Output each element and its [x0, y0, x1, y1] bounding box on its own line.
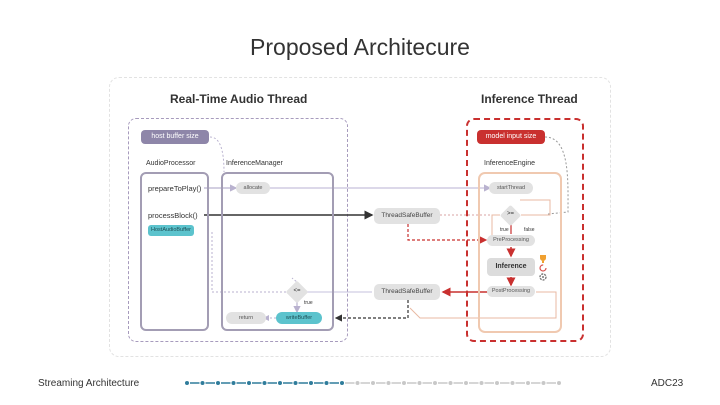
progress-dot[interactable] — [526, 381, 530, 385]
inference-manager-box — [221, 172, 334, 331]
progress-dot[interactable] — [324, 381, 329, 385]
progress-dot[interactable] — [479, 381, 484, 385]
tsb-to-preprocessing-edge — [407, 224, 488, 244]
start-thread-node: startThread — [489, 182, 533, 194]
progress-dot[interactable] — [247, 381, 251, 385]
process-block-method: processBlock() — [148, 211, 198, 220]
ge-false-loop — [520, 199, 551, 216]
ge-decision-label: >= — [506, 211, 514, 217]
realtime-thread-label: Real-Time Audio Thread — [170, 92, 308, 106]
progress-dot[interactable] — [557, 381, 561, 385]
progress-track — [185, 381, 561, 385]
host-buffer-size-pill: host buffer size — [141, 130, 209, 144]
footer-section-title: Streaming Architecture — [38, 378, 140, 389]
postprocessing-node: PostProcessing — [487, 286, 535, 297]
progress-dot[interactable] — [340, 381, 344, 385]
footer-brand: ADC23 — [651, 378, 684, 389]
progress-dot[interactable] — [293, 381, 298, 385]
ge-false-label: false — [524, 227, 535, 233]
progress-dot[interactable] — [185, 381, 189, 385]
inference-thread-box — [466, 118, 584, 342]
le-true-label: true — [304, 300, 313, 306]
inference-manager-label: InferenceManager — [226, 160, 283, 167]
realtime-thread-box — [128, 118, 348, 342]
progress-dot[interactable] — [309, 381, 313, 385]
audio-processor-label: AudioProcessor — [146, 160, 196, 167]
host-buffer-link — [209, 136, 225, 173]
progress-dot[interactable] — [433, 381, 437, 385]
slide-title: Proposed Architecure — [250, 34, 470, 60]
tsb-to-writebuffer-edge — [334, 300, 409, 322]
inference-engine-label: InferenceEngine — [484, 160, 535, 167]
preprocessing-node: PreProcessing — [487, 235, 535, 246]
diagram-frame — [109, 77, 611, 357]
thread-safe-buffer-bottom: ThreadSafeBuffer — [374, 284, 440, 300]
write-buffer-node: writeBuffer — [276, 312, 322, 324]
progress-dot[interactable] — [386, 381, 391, 385]
prepare-to-play-method: prepareToPlay() — [148, 184, 202, 193]
hostbuffer-to-le-edge — [211, 232, 288, 293]
progress-dot[interactable] — [262, 381, 267, 385]
progress-dot[interactable] — [495, 381, 499, 385]
progress-dot[interactable] — [541, 381, 546, 385]
gear-icon — [539, 273, 547, 281]
audio-processor-box — [140, 172, 209, 331]
ge-left-loop — [491, 214, 500, 241]
engine-loop — [409, 291, 557, 319]
progress-dot[interactable] — [448, 381, 453, 385]
model-input-link — [544, 136, 569, 215]
inference-node: Inference — [487, 258, 535, 276]
progress-dot[interactable] — [417, 381, 422, 385]
allocate-node: allocate — [236, 182, 270, 194]
progress-dot[interactable] — [200, 381, 205, 385]
ge-true-label: true — [500, 227, 509, 233]
progress-dot[interactable] — [216, 381, 220, 385]
refresh-icon — [539, 264, 547, 272]
progress-dot[interactable] — [510, 381, 515, 385]
model-input-size-pill: model input size — [477, 130, 545, 144]
thread-safe-buffer-top: ThreadSafeBuffer — [374, 208, 440, 224]
progress-dot[interactable] — [355, 381, 360, 385]
progress-dot[interactable] — [402, 381, 406, 385]
host-audio-buffer-pill: HostAudioBuffer — [148, 225, 194, 236]
inference-engine-box — [478, 172, 562, 333]
progress-dot[interactable] — [278, 381, 282, 385]
inference-thread-label: Inference Thread — [481, 92, 578, 106]
progress-dot[interactable] — [231, 381, 236, 385]
progress-dot[interactable] — [371, 381, 375, 385]
le-decision-label: <= — [293, 288, 301, 294]
return-node: return — [226, 312, 266, 324]
progress-dot[interactable] — [464, 381, 468, 385]
trophy-icon — [540, 255, 546, 263]
